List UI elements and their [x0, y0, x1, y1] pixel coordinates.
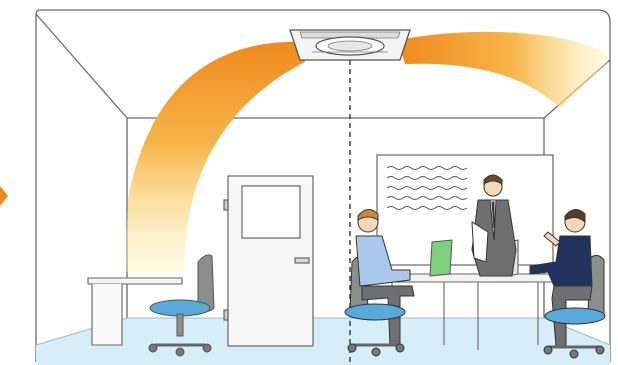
door	[224, 176, 313, 346]
orange-arrow-icon	[0, 186, 8, 206]
whiteboard	[377, 155, 553, 265]
monitor-left	[430, 240, 452, 276]
airflow-right	[398, 32, 608, 108]
ceiling-cassette-ac-icon	[290, 30, 410, 60]
